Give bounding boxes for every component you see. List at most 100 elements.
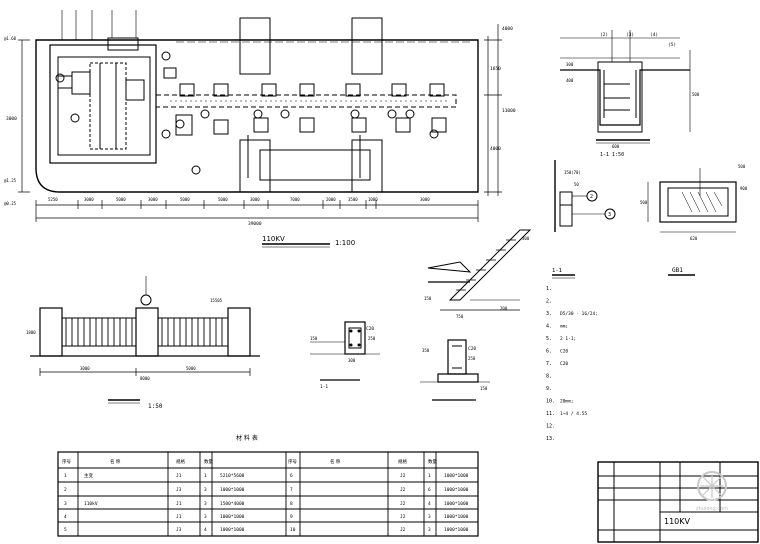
gb1-dim: 500 [640, 200, 648, 205]
table-header: 规格 [176, 458, 185, 465]
table-header: 名 称 [110, 458, 121, 465]
note-value: 2 1-1; [560, 336, 576, 342]
table-cell: 1000*1000 [444, 487, 469, 493]
road-block [259, 149, 371, 181]
table-cell: J3 [176, 527, 182, 533]
section-a-dim: 300 [348, 358, 356, 363]
note-value: C20 [560, 361, 568, 367]
plan-text: 110KV 1:100 39000 3000 1650 4000 11000 4… [4, 26, 516, 247]
ramp-dim: 150 [424, 296, 432, 301]
fence-dim: 5000 [186, 366, 196, 371]
transformer [89, 62, 127, 150]
site-plan [18, 10, 502, 248]
plan-tag: @1.60 [4, 36, 17, 41]
table-header: 规格 [398, 458, 407, 465]
titleblock-text: 110KV zhulong.com [664, 506, 728, 526]
detail-1-callout: 3 [608, 212, 611, 218]
table-cell: 2 [64, 487, 67, 493]
plan-dim-left: 3000 [6, 116, 17, 122]
material-table [57, 451, 479, 537]
table-cell: 1 [428, 473, 431, 479]
table-cell: 3 [428, 527, 431, 533]
note-value: D5/30 - 16/24; [560, 311, 598, 317]
note-item: 7. [546, 361, 552, 367]
table-cell: 9 [290, 514, 293, 520]
table-cell: 4 [204, 527, 207, 533]
plan-dim-bottom: 1000 [368, 197, 378, 202]
fence-height: 1800 [26, 330, 36, 335]
table-cell: 1 [64, 473, 67, 479]
note-item: 2. [546, 299, 552, 305]
detail-1-1 [552, 160, 616, 279]
note-value: 1~4 / 4.55 [560, 411, 587, 417]
table-cell: J2 [400, 473, 406, 479]
note-item: 13. [546, 436, 555, 442]
plan-boundary [35, 39, 479, 193]
table-cell: 1500*4000 [220, 501, 245, 507]
note-item: 3. [546, 311, 552, 317]
table-cell: 1000*1000 [444, 501, 469, 507]
table-cell: 5210*5600 [220, 473, 245, 479]
plan-dim-right-1: 1650 [490, 66, 501, 72]
table-cell: J1 [176, 501, 182, 507]
note-item: 5. [546, 336, 552, 342]
section-a [310, 321, 380, 381]
section-label: (5) [668, 42, 676, 48]
section-text: 1-1 1:50 (2) (3) (4) (5) 500 400 300 600… [26, 32, 748, 410]
trench-section [560, 30, 691, 144]
table-cell: J3 [176, 487, 182, 493]
watermark-logo [697, 471, 727, 501]
section-b-dim: 150 [480, 386, 488, 391]
plan-title: 110KV [262, 235, 285, 243]
table-cell: 主变 [84, 472, 93, 479]
gb1-label: GB1 [672, 267, 683, 274]
table-cell: 1 [204, 473, 207, 479]
note-item: 12. [546, 424, 555, 430]
cable-trench [155, 94, 457, 108]
table-cell: 7 [290, 487, 293, 493]
table-cell: 1000*1000 [220, 487, 245, 493]
fence-dim: 8000 [140, 376, 150, 381]
gb1-dim: 500 [738, 164, 746, 169]
table-cell: 3 [428, 514, 431, 520]
plan-dim-bottom: 5000 [218, 197, 228, 202]
table-cell: 110kV [84, 501, 98, 507]
table-title: 材 料 表 [236, 434, 258, 442]
table-header: 数量 [428, 458, 437, 465]
table-cell: J1 [176, 514, 182, 520]
section-a-dim: 250 [368, 336, 376, 341]
gb1-dim: 620 [690, 236, 698, 241]
plan-tag: @0.25 [4, 201, 17, 206]
detail-1-dim: 50 [574, 182, 579, 187]
note-item: 8. [546, 374, 552, 380]
section-a-label: 1-1 [320, 384, 328, 390]
fence-elevation [30, 276, 260, 404]
plan-tag: @1.25 [4, 178, 17, 183]
note-item: 6. [546, 349, 552, 355]
plan-dim-bottom: 5000 [116, 197, 126, 202]
frame-column [351, 17, 383, 75]
frame-column [351, 139, 383, 193]
table-cell: 1000*1000 [444, 514, 469, 520]
section-label: (3) [626, 32, 634, 38]
transformer-room [49, 44, 157, 164]
table-cell: 3 [204, 487, 207, 493]
table-cell: 1000*1000 [220, 514, 245, 520]
section-dim: 500 [692, 92, 700, 97]
plan-dim-bottom: 3000 [420, 197, 430, 202]
section-dim: 400 [566, 78, 574, 83]
plan-dim-right-4: 4000 [502, 26, 513, 32]
table-cell: 6 [290, 473, 293, 479]
table-header: 序号 [62, 458, 71, 465]
section-label: (4) [650, 32, 658, 38]
note-item: 9. [546, 386, 552, 392]
note-item: 10. [546, 399, 555, 405]
section-b-tag: C20 [468, 346, 476, 352]
ramp-dim: 300 [522, 236, 530, 241]
table-cell: 10 [290, 527, 296, 533]
fence-dim: 3000 [80, 366, 90, 371]
detail-1-label: 1-1 [552, 268, 562, 274]
table-cell: J2 [400, 501, 406, 507]
table-cell: J1 [176, 473, 182, 479]
